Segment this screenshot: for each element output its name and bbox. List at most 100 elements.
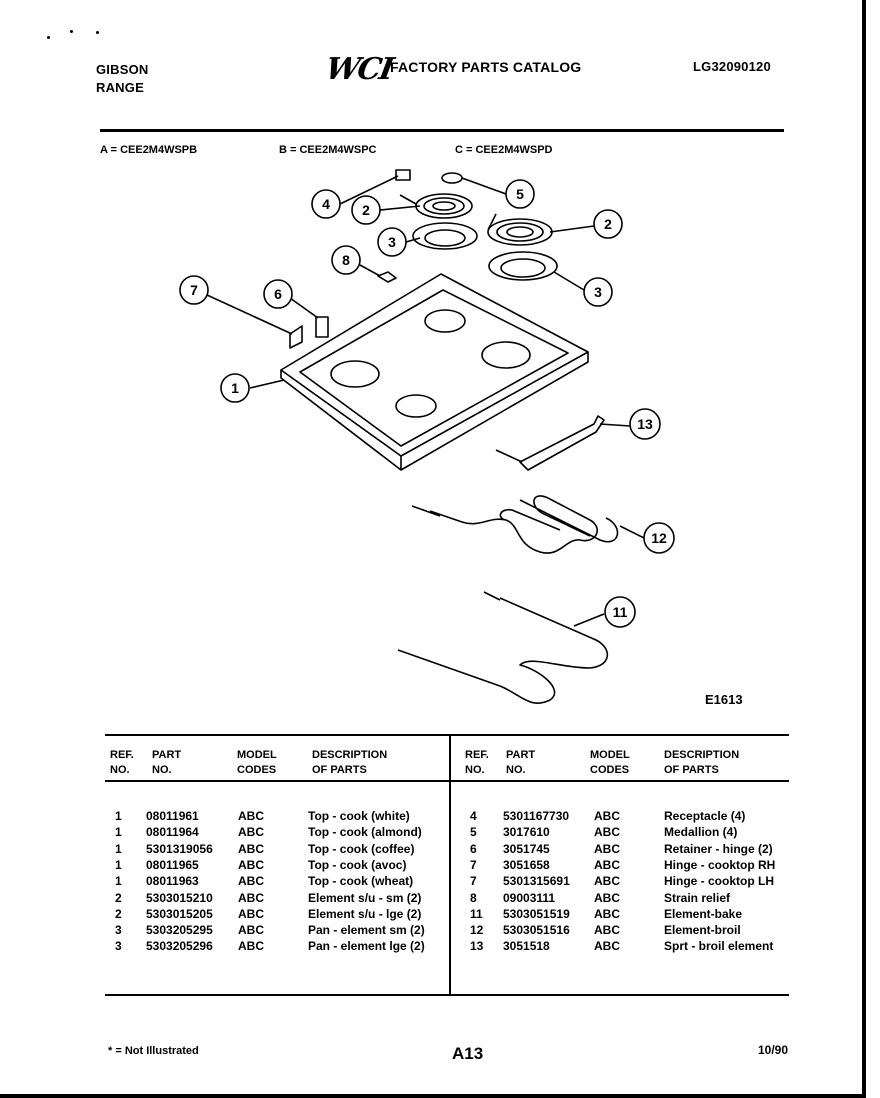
exploded-parts-diagram: 4 2 3 5 2 3 8 7 6 1 13 12 11 E1613 [179, 169, 743, 707]
cell-codes: ABC [594, 923, 620, 938]
brand-label: GIBSON [96, 62, 149, 77]
cell-desc: Element-broil [664, 923, 741, 938]
cell-desc: Top - cook (almond) [308, 825, 422, 840]
cell-ref: 3 [115, 939, 122, 954]
cell-ref: 1 [115, 809, 122, 823]
strain-relief-part [377, 271, 397, 283]
cell-part: 5303015210 [146, 890, 213, 905]
revision-date: 10/90 [758, 1043, 789, 1057]
cell-codes: ABC [594, 825, 620, 840]
header-rule [100, 129, 784, 132]
cell-desc: Top - cook (avoc) [308, 857, 407, 872]
cell-part: 08011965 [146, 857, 199, 872]
cell-ref: 7 [470, 857, 477, 872]
cell-part: 5303205295 [146, 923, 213, 938]
svg-text:4: 4 [322, 196, 330, 212]
product-label: RANGE [96, 80, 144, 95]
cell-desc: Hinge - cooktop RH [664, 857, 776, 872]
figure-id: E1613 [705, 692, 743, 707]
callout-8: 8 [331, 245, 361, 275]
page-number: A13 [452, 1044, 484, 1063]
model-b: B = CEE2M4WSPC [279, 144, 377, 156]
cell-desc: Medallion (4) [664, 825, 738, 840]
cell-codes: ABC [238, 825, 264, 840]
cell-desc: Top - cook (white) [308, 809, 410, 823]
svg-text:1: 1 [231, 380, 239, 396]
cell-ref: 5 [470, 825, 477, 840]
svg-text:13: 13 [637, 416, 653, 432]
cell-ref: 4 [470, 809, 477, 823]
cell-codes: ABC [238, 923, 264, 938]
receptacle-part [395, 169, 411, 181]
cell-codes: ABC [238, 890, 264, 905]
table-center-divider [449, 734, 451, 996]
svg-text:2: 2 [362, 202, 370, 218]
cell-desc: Hinge - cooktop LH [664, 874, 774, 889]
cell-codes: ABC [594, 906, 620, 921]
broil-support-part [519, 415, 605, 471]
cell-desc: Element s/u - sm (2) [308, 890, 422, 905]
cell-desc: Top - cook (wheat) [308, 874, 414, 889]
cell-part: 08011961 [146, 809, 199, 823]
cell-desc: Retainer - hinge (2) [664, 841, 773, 856]
scan-speck [96, 31, 99, 34]
cell-part: 09003111 [503, 890, 556, 905]
svg-text:3: 3 [388, 234, 396, 250]
cell-codes: ABC [238, 809, 264, 823]
cell-ref: 8 [470, 890, 477, 905]
svg-text:8: 8 [342, 252, 350, 268]
cell-ref: 2 [115, 906, 122, 921]
callout-13: 13 [629, 408, 661, 440]
cell-codes: ABC [594, 809, 620, 823]
svg-text:11: 11 [613, 604, 628, 620]
svg-text:5: 5 [516, 186, 524, 202]
cell-part: 5301315691 [503, 874, 570, 889]
cell-part: 3051658 [503, 857, 550, 872]
cell-part: 5303205296 [146, 939, 213, 954]
cell-ref: 12 [470, 923, 484, 938]
cell-part: 5303015205 [146, 906, 213, 921]
cell-part: 5301167730 [503, 809, 570, 823]
surface-element-small [399, 193, 473, 219]
callout-3-right: 3 [583, 277, 613, 307]
cell-codes: ABC [238, 874, 264, 889]
cell-codes: ABC [594, 874, 620, 889]
cell-ref: 2 [115, 890, 122, 905]
callout-11: 11 [604, 596, 636, 628]
cell-codes: ABC [594, 939, 620, 954]
callout-6: 6 [263, 279, 293, 309]
cell-desc: Sprt - broil element [664, 939, 774, 954]
cooktop-top-part [280, 273, 589, 471]
cell-desc: Strain relief [664, 890, 731, 905]
callout-2-right: 2 [593, 209, 623, 239]
svg-text:7: 7 [190, 282, 198, 298]
callout-labels: 4 2 3 5 2 3 8 7 6 1 13 12 11 [179, 179, 675, 628]
callout-7: 7 [179, 275, 209, 305]
cell-codes: ABC [594, 841, 620, 856]
cell-desc: Receptacle (4) [664, 809, 746, 823]
scan-speck [47, 36, 50, 39]
cell-ref: 6 [470, 841, 477, 856]
page-border-right [862, 0, 866, 1098]
table-top-rule [105, 734, 789, 736]
cell-ref: 3 [115, 923, 122, 938]
svg-text:6: 6 [274, 286, 282, 302]
medallion-part [441, 172, 463, 184]
cell-ref: 11 [470, 906, 483, 921]
table-header-rule [105, 780, 789, 782]
cell-ref: 13 [470, 939, 484, 954]
hinge-part [289, 325, 303, 349]
cell-part: 3051518 [503, 939, 550, 954]
cell-ref: 7 [470, 874, 477, 889]
cell-codes: ABC [238, 906, 264, 921]
model-a: A = CEE2M4WSPB [100, 144, 198, 156]
cell-part: 5303051519 [503, 906, 570, 921]
cell-part: 08011964 [146, 825, 199, 840]
callout-3-left: 3 [377, 227, 407, 257]
table-bottom-rule [105, 994, 789, 996]
